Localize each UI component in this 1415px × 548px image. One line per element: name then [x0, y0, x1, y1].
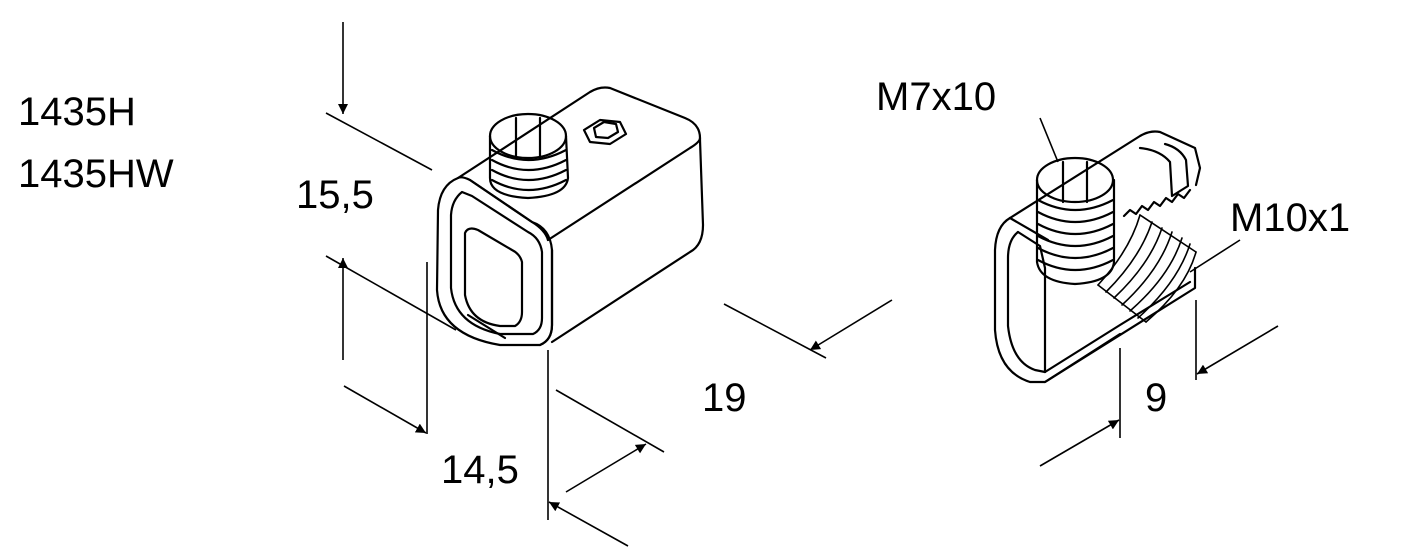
- dim-length-label: 19: [702, 376, 747, 420]
- dim-length-arrow-front: [565, 443, 647, 493]
- clamp-top-face: [456, 86, 702, 180]
- clamp-screw: [488, 112, 570, 200]
- thread-screw-label: M7x10: [876, 75, 997, 119]
- dim-cut-arrow-left: [1039, 419, 1120, 467]
- clamp-d-opening: [463, 227, 524, 328]
- dim-height-label: 15,5: [296, 173, 374, 217]
- section-slot: [1138, 142, 1190, 198]
- leader-bore: [1189, 239, 1241, 273]
- dim-cut-arrow-right: [1196, 325, 1279, 375]
- leader-screw: [1039, 117, 1059, 163]
- section-screw: [1035, 156, 1116, 286]
- dimension-lines: [325, 22, 1279, 547]
- dim-cut-width-label: 9: [1145, 376, 1168, 420]
- dim-width-arrow-right: [548, 501, 629, 547]
- clamp-front-rim: [449, 190, 544, 336]
- clamp-side-face: [538, 248, 554, 347]
- section-body-outline: [993, 216, 1197, 384]
- clamp-section-view: [993, 130, 1202, 384]
- clamp-full-view: [435, 86, 705, 347]
- dim-length-arrow-back: [809, 299, 893, 351]
- product-code-2: 1435HW: [18, 152, 174, 196]
- clamp-hex-socket: [582, 118, 628, 146]
- dim-width-label: 14,5: [441, 448, 519, 492]
- dim-width-arrow-left: [343, 385, 427, 434]
- product-code-1: 1435H: [18, 90, 136, 134]
- thread-bore-label: M10x1: [1230, 196, 1351, 240]
